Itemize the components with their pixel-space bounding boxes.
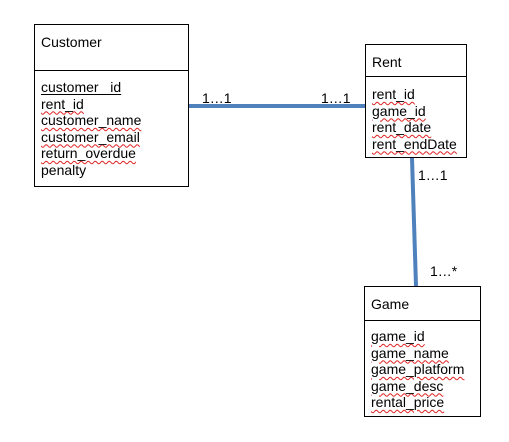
customer-attr-penalty: penalty: [41, 161, 87, 178]
customer-entity-divider: [35, 70, 188, 71]
rent-game-connector: [410, 157, 418, 287]
game-attr-game-name: game_name: [371, 344, 449, 361]
customer-rent-right-multiplicity: 1…1: [321, 90, 351, 106]
customer-attr-customer-email: customer_email: [41, 128, 140, 145]
rent-game-bottom-multiplicity: 1…*: [430, 263, 458, 279]
rent-attr-rent-id: rent_id: [372, 86, 415, 102]
rent-attr-game-id: game_id: [372, 102, 426, 119]
game-entity-box[interactable]: Game game_id game_name game_platform gam…: [364, 286, 481, 417]
rent-entity-divider: [366, 76, 466, 77]
game-attribute-list: game_id game_name game_platform game_des…: [371, 328, 478, 411]
customer-entity-title: Customer: [41, 34, 102, 50]
rent-attr-rent-date: rent_date: [372, 119, 432, 135]
customer-attr-customer-id: customer_ id: [41, 79, 122, 95]
game-attr-rental-price: rental_price: [371, 394, 445, 410]
customer-entity-box[interactable]: Customer customer_ id rent_id customer_n…: [34, 24, 189, 187]
rent-entity-title: Rent: [372, 54, 402, 70]
rent-attr-rent-enddate: rent_endDate: [372, 135, 457, 152]
customer-attr-return-overdue: return_overdue: [41, 145, 136, 161]
game-entity-divider: [365, 320, 480, 321]
customer-attribute-list: customer_ id rent_id customer_name custo…: [41, 79, 186, 178]
game-attr-game-platform: game_platform: [371, 361, 465, 377]
customer-rent-left-multiplicity: 1…1: [202, 90, 232, 106]
game-attr-game-id: game_id: [371, 328, 425, 344]
customer-attr-customer-name: customer_name: [41, 112, 142, 128]
game-entity-title: Game: [371, 296, 410, 312]
rent-attribute-list: rent_id game_id rent_date rent_endDate: [372, 86, 464, 152]
rent-game-top-multiplicity: 1…1: [418, 167, 448, 183]
rent-entity-box[interactable]: Rent rent_id game_id rent_date rent_endD…: [365, 44, 467, 158]
game-attr-game-desc: game_desc: [371, 377, 444, 394]
customer-attr-rent-id: rent_id: [41, 95, 84, 112]
